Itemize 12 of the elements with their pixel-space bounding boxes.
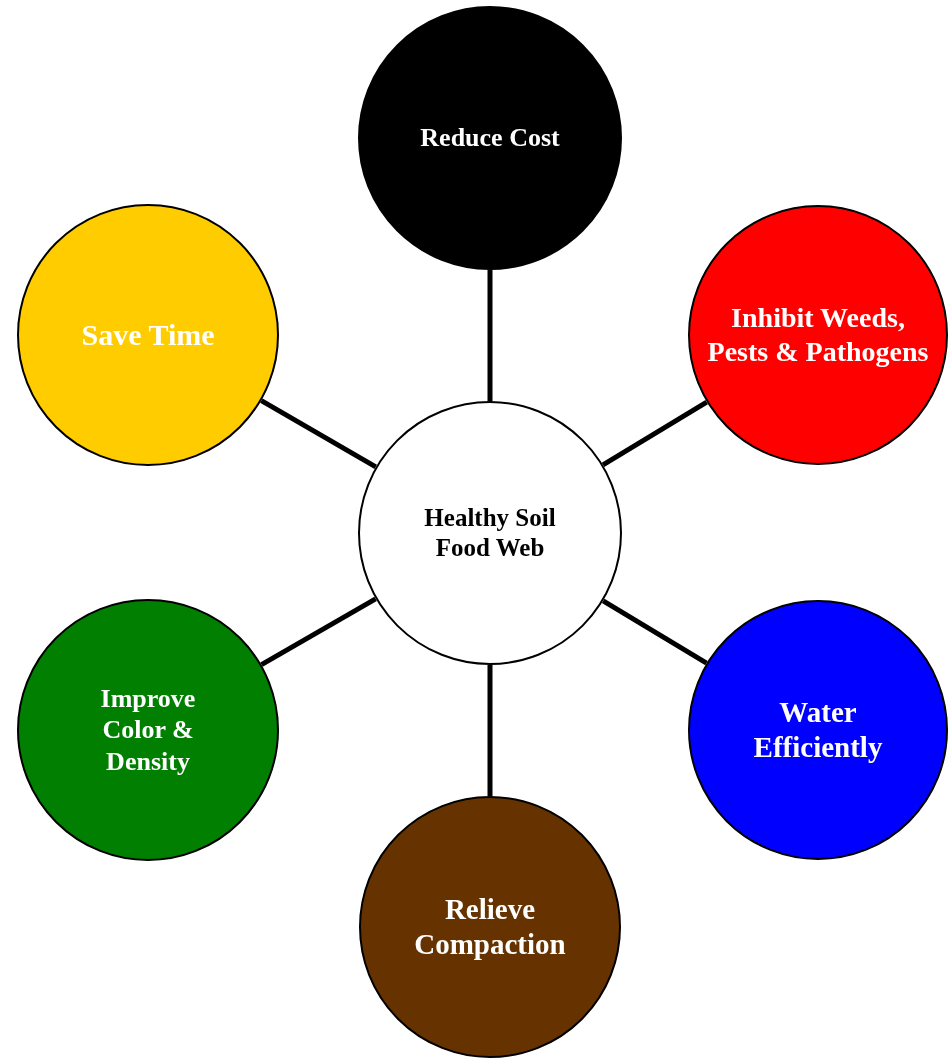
goal-label: Inhibit Weeds, Pests & Pathogens	[706, 301, 930, 369]
goal-label: Save Time	[81, 317, 215, 353]
connector-line	[601, 598, 708, 666]
goal-label: Healthy Soil Food Web	[423, 503, 557, 563]
connector-line	[260, 398, 377, 470]
goal-label: Reduce Cost	[420, 122, 560, 154]
connector-line	[487, 270, 493, 401]
goal-label: Water Efficiently	[752, 695, 884, 765]
connector-line	[601, 400, 708, 467]
goal-label: Improve Color & Density	[99, 683, 197, 777]
connector-line	[487, 665, 493, 796]
goal-label: Relieve Compaction	[413, 892, 567, 962]
